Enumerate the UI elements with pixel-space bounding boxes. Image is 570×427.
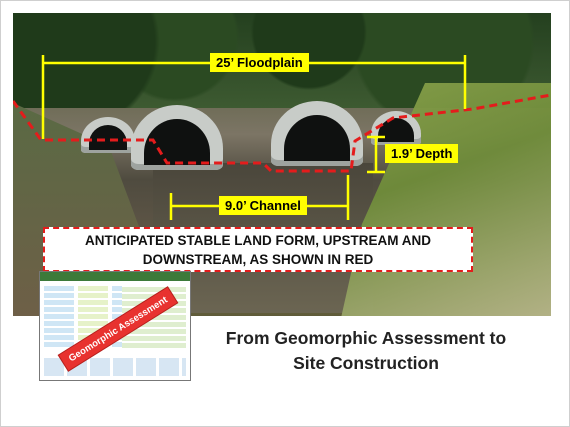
caption-line-2: Site Construction bbox=[293, 353, 439, 373]
slide-caption: From Geomorphic Assessment to Site Const… bbox=[191, 326, 541, 376]
stable-landform-banner: ANTICIPATED STABLE LAND FORM, UPSTREAM A… bbox=[43, 227, 473, 272]
channel-label: 9.0’ Channel bbox=[219, 196, 307, 215]
report-header-bar bbox=[40, 272, 190, 281]
caption-line-1: From Geomorphic Assessment to bbox=[225, 328, 507, 348]
banner-text: ANTICIPATED STABLE LAND FORM, UPSTREAM A… bbox=[85, 232, 431, 267]
depth-label: 1.9’ Depth bbox=[385, 144, 459, 163]
culvert-left-small bbox=[81, 117, 135, 153]
culvert-right-large bbox=[271, 101, 363, 166]
floodplain-label: 25’ Floodplain bbox=[210, 53, 309, 72]
stable-landform-line bbox=[13, 93, 551, 173]
assessment-report-thumbnail: Geomorphic Assessment bbox=[39, 271, 191, 381]
culvert-site-photo: 25’ Floodplain 1.9’ Depth 9.0’ Channel bbox=[13, 13, 551, 316]
